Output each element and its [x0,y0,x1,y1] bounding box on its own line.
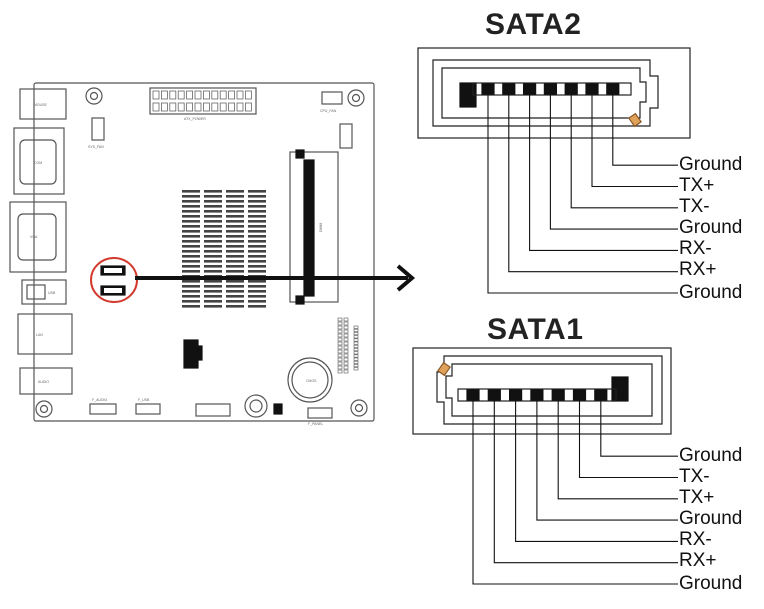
jumper-block [273,403,283,415]
sata1-lead-line [557,400,678,500]
sata1-contact [466,389,480,401]
sata1-outer-frame [412,347,672,435]
sata2-pin-label: RX+ [679,259,717,280]
board-outline [33,82,375,422]
sata1-lead-line [578,400,678,479]
sata1-contact [594,389,608,401]
pointer-arrow [135,264,416,292]
buzzer [244,394,268,418]
mouse-port [19,88,67,120]
sata2-housing [432,59,659,127]
sata1-lead-line [600,400,678,457]
sata2-pin-label: Ground [679,282,743,303]
serial-header [195,403,231,417]
f-panel-header [307,407,333,419]
sata2-lead-line [591,94,678,188]
sata2-contact [564,83,578,95]
lan-port-label: LAN [36,333,43,337]
sata1-latch [437,361,451,377]
dimm-slot: DIMM [289,149,339,305]
sata1-pin-label: Ground [679,508,743,529]
f-audio-label: F_AUDIO [92,398,107,402]
jumper-header [339,123,353,149]
sata2-lead-line [549,94,678,230]
f-audio-header [89,403,117,415]
sata1-title: SATA1 [487,313,584,346]
sata1-pin-label: TX- [679,466,710,487]
sata2-pin-label: TX+ [679,175,715,196]
f-usb-header [135,403,161,415]
sata1-lead-line [472,400,678,585]
audio-port-label: AUDIO [38,380,49,384]
sata1-lead-line [493,400,678,564]
cmos-label: CMOS [306,379,317,383]
sata1-pin-label: Ground [679,445,743,466]
dimm-label: DIMM [319,223,323,232]
sata1-pin-label: Ground [679,573,743,594]
atx-power-label: ATX_POWER [184,117,206,121]
sata2-latch [628,112,642,128]
sata1-connector-detail [412,347,678,585]
sata2-contact [585,83,599,95]
sata2-contact [606,83,620,95]
f-usb-label: F_USB [138,398,150,402]
sata2-lead-line [487,94,678,294]
sata2-pin-label: Ground [679,154,743,175]
sata2-title: SATA2 [485,8,582,41]
bottom-headers: F_AUDIO F_USB F_PANEL [89,398,333,426]
sata1-lead-line [536,400,678,521]
f-panel-label: F_PANEL [308,422,323,426]
sata2-pin-label: Ground [679,217,743,238]
usb-port-label: USB [48,291,56,295]
mouse-port-label: MOUSE [34,103,48,107]
cpu-fan-label: CPU_FAN [320,109,337,113]
sata2-lead-line [529,94,678,251]
sys-fan-header [91,117,105,141]
sata1-pin-label: TX+ [679,487,715,508]
usb-port [21,279,67,305]
motherboard: MOUSE COM VGA USB LAN AUDIO ATX_POWER [9,82,375,426]
rear-io: MOUSE COM VGA USB LAN AUDIO [9,88,73,395]
lan-port [17,313,73,355]
vga-port-label: VGA [30,235,38,239]
side-pin-header [337,317,359,374]
sata1-contact [509,389,523,401]
sata2-lead-line [570,94,678,209]
chipset-heatsink [182,190,266,308]
vga-port [9,201,67,273]
sata2-pin-label: TX- [679,196,710,217]
cpu-fan-header [321,91,343,105]
audio-port [19,367,73,395]
sata1-contact [487,389,501,401]
sata1-contact [530,389,544,401]
com-port [13,127,65,195]
sata2-lead-line [612,94,678,166]
sata2-pin-label: RX- [679,238,712,259]
sata2-connector-detail [417,47,691,294]
fan-headers: CPU_FAN SYS_FAN [88,91,353,149]
cmos-battery: CMOS [287,357,333,403]
sata2-contact [543,83,558,95]
sata1-contact [572,389,587,401]
capacitor [183,339,199,369]
sata2-contact-row [472,82,632,96]
sata1-pin-label: RX+ [679,550,717,571]
sata2-contact [522,83,537,95]
sata2-contact [481,83,495,95]
sata1-contact [551,389,565,401]
sata1-lead-line [515,400,678,542]
onboard-sata-connectors [100,265,126,296]
mounting-holes [35,87,368,418]
com-port-label: COM [34,161,42,165]
sata2-outer-frame [417,47,691,139]
sys-fan-label: SYS_FAN [88,145,104,149]
atx-power-connector: ATX_POWER [149,87,257,121]
sata2-contact [502,83,516,95]
sata1-pin-label: RX- [679,529,712,550]
sata2-lead-line [508,94,678,273]
